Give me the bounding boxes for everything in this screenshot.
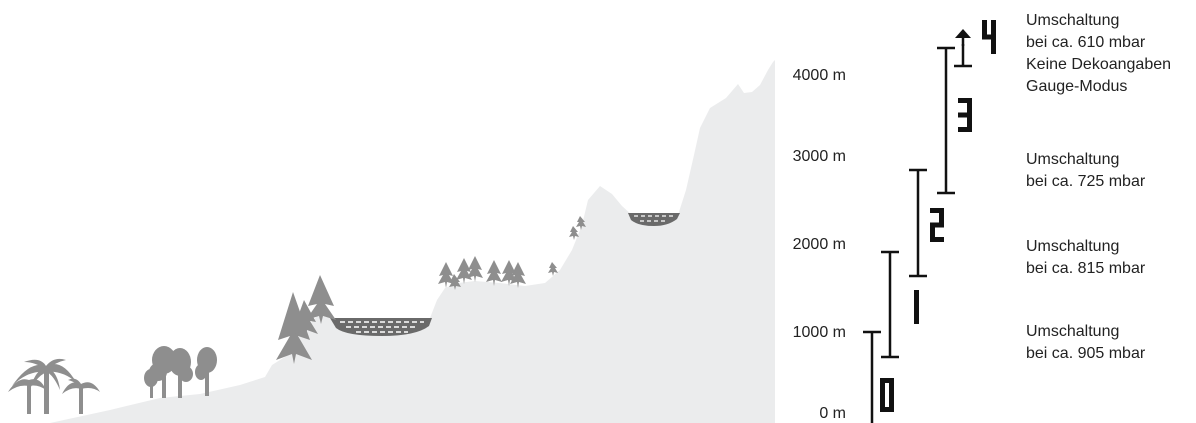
digit-segment — [939, 208, 944, 225]
digit-segment — [889, 378, 894, 395]
altitude-scale: 0 m 1000 m 2000 m 3000 m 4000 m — [793, 67, 846, 422]
digit-segment — [930, 208, 944, 213]
description-line: bei ca. 905 mbar — [1026, 345, 1146, 362]
description-block: Umschaltung bei ca. 610 mbar Keine Dekoa… — [1026, 10, 1171, 98]
digit-segment — [930, 237, 944, 242]
altitude-class-digit-2 — [930, 208, 944, 242]
description-line: Umschaltung — [1026, 12, 1120, 29]
palm-tree-icon — [8, 358, 100, 414]
description-line: Umschaltung — [1026, 238, 1120, 255]
digit-segment — [880, 378, 885, 395]
digit-segment — [982, 34, 996, 40]
digit-segment — [930, 225, 935, 242]
altitude-class-bars — [863, 44, 972, 423]
digit-segment — [958, 98, 972, 103]
altitude-class-digit-1 — [914, 290, 919, 324]
altitude-class-bar — [937, 46, 955, 195]
altitude-class-bar — [909, 168, 927, 278]
lake-icon — [628, 213, 680, 226]
digit-segment — [967, 115, 972, 132]
conifer-tree-icon — [276, 275, 336, 364]
altitude-label: 0 m — [819, 405, 846, 422]
arrow-up-icon — [955, 29, 971, 46]
digit-segment — [914, 307, 919, 324]
digit-segment — [880, 407, 894, 412]
description-line: bei ca. 610 mbar — [1026, 34, 1146, 51]
lake-icon — [330, 318, 432, 336]
description-block: Umschaltung bei ca. 905 mbar — [1026, 321, 1145, 365]
altitude-class-bar — [881, 250, 899, 359]
altitude-label: 3000 m — [793, 148, 846, 165]
digit-segment — [880, 378, 894, 383]
altitude-label: 2000 m — [793, 236, 846, 253]
conifer-tree-icon — [438, 216, 586, 290]
digit-segment — [958, 112, 972, 118]
deciduous-tree-icon — [144, 346, 217, 398]
description-line: Umschaltung — [1026, 323, 1120, 340]
description-line: Gauge-Modus — [1026, 78, 1128, 95]
altitude-class-bar — [863, 330, 881, 423]
digit-segment — [991, 37, 996, 54]
description-line: Umschaltung — [1026, 151, 1120, 168]
digit-segment — [889, 395, 894, 412]
altitude-class-digit-3 — [958, 98, 972, 132]
altitude-class-digit-4 — [982, 20, 996, 54]
digit-segment — [930, 222, 944, 228]
digit-segment — [958, 127, 972, 132]
description-line: bei ca. 815 mbar — [1026, 260, 1146, 277]
description-block: Umschaltung bei ca. 725 mbar — [1026, 149, 1145, 193]
digit-segment — [914, 290, 919, 307]
altitude-label: 1000 m — [793, 324, 846, 341]
altitude-class-digit-0 — [880, 378, 894, 412]
description-block: Umschaltung bei ca. 815 mbar — [1026, 236, 1145, 280]
mountain-icon — [50, 60, 775, 423]
digit-segment — [982, 20, 987, 37]
description-line: bei ca. 725 mbar — [1026, 173, 1146, 190]
digit-segment — [991, 20, 996, 37]
digit-segment — [880, 395, 885, 412]
digit-segment — [967, 98, 972, 115]
description-line: Keine Dekoangaben — [1026, 56, 1172, 73]
altitude-class-bar — [954, 44, 972, 68]
altitude-label: 4000 m — [793, 67, 846, 84]
